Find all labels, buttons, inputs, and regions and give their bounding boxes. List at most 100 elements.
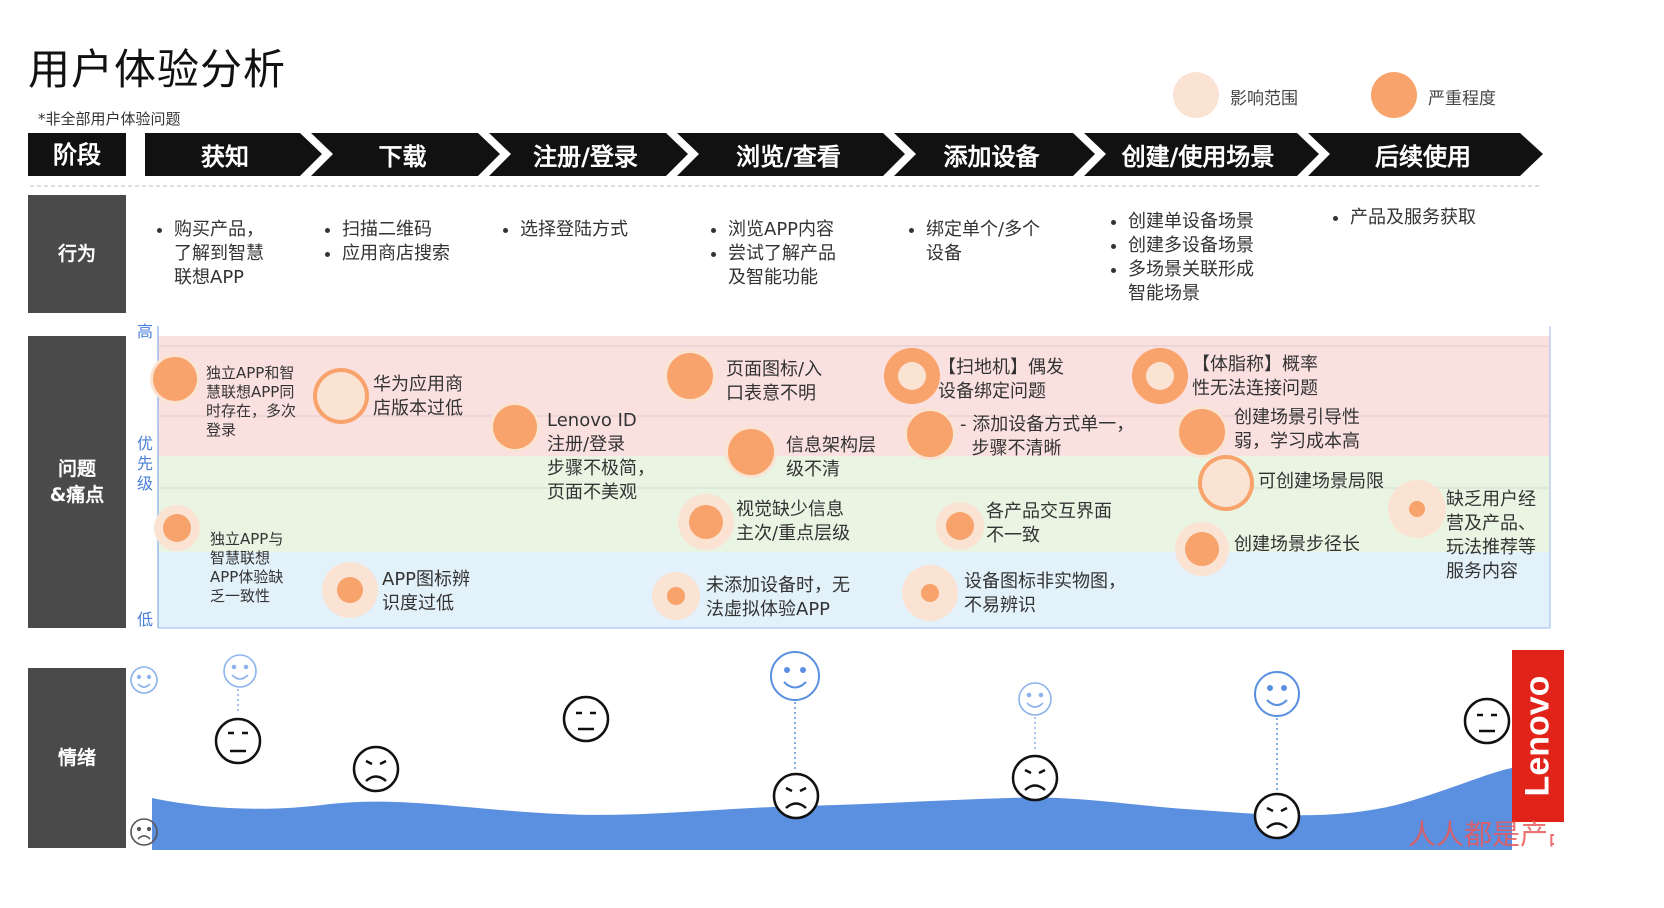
issue-text: 页面图标/入 口表意不明 xyxy=(726,359,823,404)
issue-bubble xyxy=(153,357,197,401)
issue-text: 【体脂称】概率 性无法连接问题 xyxy=(1192,354,1318,399)
behavior-browse: 浏览APP内容 尝试了解产品 及智能功能 xyxy=(706,218,886,290)
behavior-item: 绑定单个/多个 设备 xyxy=(926,218,1074,266)
stage-label-browse: 浏览/查看 xyxy=(736,143,841,171)
behavior-item: 选择登陆方式 xyxy=(520,218,668,242)
stage-label-awareness: 获知 xyxy=(201,143,249,171)
stage-label-register: 注册/登录 xyxy=(533,143,638,171)
priority-axis xyxy=(157,326,1551,629)
behavior-item: 购买产品， 了解到智慧 联想APP xyxy=(174,218,302,290)
stage-chevron-5 xyxy=(894,133,1095,176)
smile-icon xyxy=(130,666,158,694)
stage-label-add-device: 添加设备 xyxy=(943,143,1040,171)
issue-bubble xyxy=(1409,501,1425,517)
stage-chevron-3 xyxy=(489,133,688,176)
row-header-issues: 问题 &痛点 xyxy=(28,336,126,628)
stage-chevron-6 xyxy=(1084,133,1319,176)
stage-chevrons xyxy=(30,133,1543,187)
stage-label-download: 下载 xyxy=(378,143,427,171)
issue-text: 独立APP和智 慧联想APP同 时存在，多次 登录 xyxy=(206,364,297,439)
issue-text: 缺乏用户经 营及产品、 玩法推荐等 服务内容 xyxy=(1446,489,1536,582)
issue-bubble xyxy=(946,512,974,540)
behavior-item: 浏览APP内容 xyxy=(728,218,886,242)
issue-text: Lenovo ID 注册/登录 步骤不极简， 页面不美观 xyxy=(547,410,655,503)
stage-chevron-1 xyxy=(145,133,322,176)
stage-chevron-4 xyxy=(677,133,905,176)
issue-text: 可创建场景局限 xyxy=(1258,471,1384,492)
happy-face-icon xyxy=(223,654,257,688)
priority-label-high: 高 xyxy=(136,322,153,341)
happy-face-icon xyxy=(1018,682,1052,716)
neutral-face-icon xyxy=(562,695,610,743)
sad-face-icon xyxy=(772,772,820,820)
issue-bubble xyxy=(898,362,926,390)
issue-text: 独立APP与 智慧联想 APP体验缺 乏一致性 xyxy=(210,530,284,605)
lenovo-logo-text: Lenovo xyxy=(1518,675,1557,797)
issue-bubble xyxy=(1202,459,1250,507)
issue-bubble xyxy=(1146,362,1174,390)
behavior-item: 尝试了解产品 及智能功能 xyxy=(728,242,886,290)
issue-bubble xyxy=(317,372,365,420)
legend-severity-dot xyxy=(1371,72,1417,118)
issue-bubble xyxy=(493,405,537,449)
issue-text: 【扫地机】偶发 设备绑定问题 xyxy=(938,357,1064,402)
issue-bubble xyxy=(907,411,953,457)
happy-face-icon xyxy=(1254,671,1300,717)
issue-text: - 添加设备方式单一， 步骤不清晰 xyxy=(960,414,1135,459)
svg-text:人人都是产品经理: 人人都是产品经理 xyxy=(1408,818,1554,851)
behavior-item: 多场景关联形成 智能场景 xyxy=(1128,258,1296,306)
behavior-download: 扫描二维码 应用商店搜索 xyxy=(320,218,490,266)
behavior-item: 应用商店搜索 xyxy=(342,242,490,266)
sad-face-icon xyxy=(352,745,400,793)
issue-text: 视觉缺少信息 主次/重点层级 xyxy=(736,499,851,544)
legend-severity-label: 严重程度 xyxy=(1428,89,1496,109)
issue-text: 各产品交互界面 不一致 xyxy=(986,501,1112,546)
issue-bubble xyxy=(1185,532,1219,566)
issue-bubble xyxy=(163,514,191,542)
issue-bubble xyxy=(1179,409,1225,455)
issue-text: 设备图标非实物图， 不易辨识 xyxy=(964,571,1126,616)
issue-text: 创建场景步径长 xyxy=(1234,534,1360,555)
issue-bubble xyxy=(921,584,939,602)
behavior-followup: 产品及服务获取 xyxy=(1328,206,1518,230)
issue-bubble xyxy=(667,353,713,399)
behavior-scenes: 创建单设备场景 创建多设备场景 多场景关联形成 智能场景 xyxy=(1106,210,1296,306)
issue-bubble xyxy=(689,505,723,539)
issue-bubble xyxy=(337,577,363,603)
stage-label-followup: 后续使用 xyxy=(1375,143,1471,171)
behavior-item: 产品及服务获取 xyxy=(1350,206,1518,230)
behavior-item: 创建单设备场景 xyxy=(1128,210,1296,234)
sad-face-icon xyxy=(1011,754,1059,802)
behavior-item: 创建多设备场景 xyxy=(1128,234,1296,258)
behavior-register: 选择登陆方式 xyxy=(498,218,668,242)
legend-scope-dot xyxy=(1173,72,1219,118)
lenovo-logo: Lenovo xyxy=(1512,650,1564,822)
page-title: 用户体验分析 xyxy=(28,45,287,94)
stage-label-scenes: 创建/使用场景 xyxy=(1121,143,1275,171)
issue-text: 华为应用商 店版本过低 xyxy=(373,374,463,419)
priority-band-mid xyxy=(158,456,1550,552)
stage-header: 阶段 xyxy=(28,133,126,176)
legend-scope-label: 影响范围 xyxy=(1230,89,1298,109)
stage-chevron-7 xyxy=(1308,133,1543,176)
issue-bubble xyxy=(667,587,685,605)
subtitle-note: *非全部用户体验问题 xyxy=(38,110,181,128)
behavior-item: 扫描二维码 xyxy=(342,218,490,242)
priority-band-low xyxy=(158,552,1550,628)
issue-text: 信息架构层 级不清 xyxy=(786,435,876,480)
frown-icon xyxy=(130,818,158,846)
priority-label-mid: 优 先 级 xyxy=(136,434,153,493)
row-header-emotion: 情绪 xyxy=(28,668,126,848)
watermark-logo: 人人都是产品经理 xyxy=(1408,818,1554,851)
neutral-face-icon xyxy=(1463,697,1511,745)
issue-text: 创建场景引导性 弱，学习成本高 xyxy=(1234,407,1360,452)
row-header-behavior: 行为 xyxy=(28,195,126,313)
priority-band-high xyxy=(158,336,1550,456)
behavior-awareness: 购买产品， 了解到智慧 联想APP xyxy=(152,218,302,290)
priority-label-low: 低 xyxy=(136,610,153,629)
issue-bubble xyxy=(728,429,774,475)
issue-text: APP图标辨 识度过低 xyxy=(382,569,471,614)
behavior-add-device: 绑定单个/多个 设备 xyxy=(904,218,1074,266)
